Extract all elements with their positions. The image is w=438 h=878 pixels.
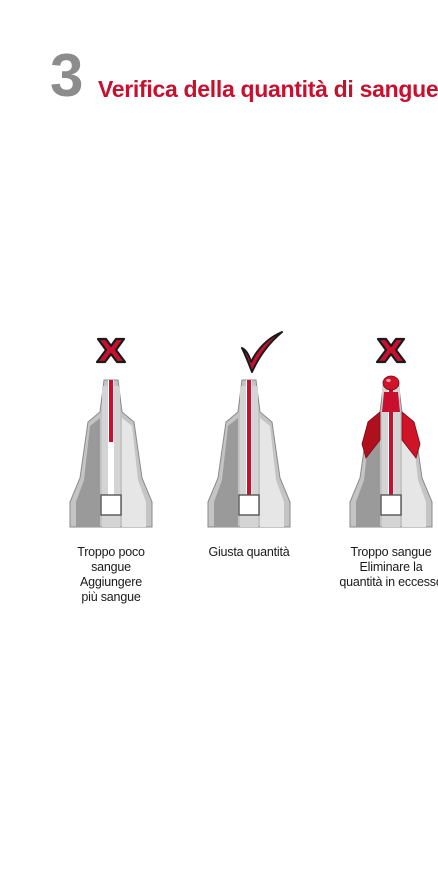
caption-line: Troppo sangue [350, 545, 432, 559]
tip-correct [202, 330, 296, 530]
tip-too-much [344, 330, 438, 530]
capillary-tip [207, 379, 291, 528]
blood-level [389, 380, 393, 495]
caption-line: Giusta quantità [208, 545, 290, 559]
cross-icon [375, 337, 407, 364]
step-number: 3 [50, 42, 84, 109]
caption-line: quantità in eccesso [339, 575, 438, 589]
caption-line: Aggiungere [80, 575, 142, 589]
tip-illustration-excess [349, 337, 433, 528]
cross-icon [95, 337, 127, 364]
caption-too-little: Troppo poco sangue Aggiungere più sangue [51, 545, 171, 605]
capillary-tip [69, 379, 153, 528]
tip-illustration-low [69, 337, 153, 528]
caption-too-much: Troppo sangue Eliminare la quantità in e… [331, 545, 438, 590]
tip-too-little [64, 330, 158, 530]
tip-illustration-correct [207, 331, 291, 528]
blood-overflow-left [361, 411, 381, 459]
caption-line: Troppo poco [77, 545, 145, 559]
capillary-tip [349, 375, 433, 528]
caption-line: più sangue [81, 590, 141, 604]
caption-line: sangue [91, 560, 131, 574]
step-title: Verifica della quantità di sangue [98, 76, 438, 102]
blood-droplet [382, 375, 400, 391]
blood-overflow-right [401, 411, 421, 459]
caption-line: Eliminare la [359, 560, 423, 574]
check-icon [241, 331, 283, 373]
blood-level [247, 380, 251, 495]
blood-level [109, 380, 113, 442]
caption-correct: Giusta quantità [189, 545, 309, 560]
